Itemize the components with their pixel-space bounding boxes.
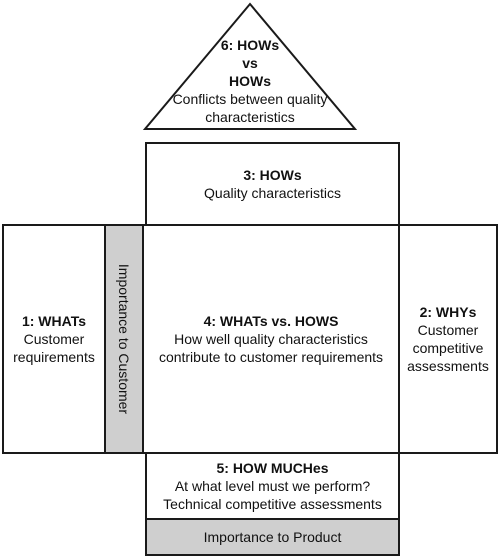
center-matrix-box: 4: WHATs vs. HOWS How well quality chara… bbox=[142, 224, 400, 454]
whats-desc-line-1: Customer bbox=[23, 331, 85, 347]
howmuch-desc-line-2: Technical competitive assessments bbox=[163, 496, 382, 512]
whys-desc-line-1: Customer bbox=[417, 322, 479, 338]
center-title: 4: WHATs vs. HOWS bbox=[203, 313, 339, 329]
whats-desc-line-2: requirements bbox=[13, 349, 95, 365]
hows-desc: Quality characteristics bbox=[204, 185, 341, 201]
whys-desc-line-2: competitive bbox=[412, 340, 484, 356]
roof-desc-line-1: Conflicts between quality bbox=[172, 91, 328, 107]
roof-text: 6: HOWs vs HOWs Conflicts between qualit… bbox=[150, 36, 350, 126]
importance-to-customer-box: Importance to Customer bbox=[104, 224, 144, 454]
center-desc-line-1: How well quality characteristics bbox=[174, 331, 368, 347]
center-desc-line-2: contribute to customer requirements bbox=[158, 349, 384, 365]
whys-desc-line-3: assessments bbox=[407, 358, 489, 374]
howmuch-desc-line-1: At what level must we perform? bbox=[174, 478, 371, 494]
roof-desc-line-2: characteristics bbox=[205, 109, 295, 125]
whats-box: 1: WHATs Customer requirements bbox=[2, 224, 106, 454]
roof-title-line-2: vs bbox=[242, 55, 258, 71]
roof-title-line-3: HOWs bbox=[229, 73, 271, 89]
whys-box: 2: WHYs Customer competitive assessments bbox=[398, 224, 498, 454]
hows-box: 3: HOWs Quality characteristics bbox=[145, 142, 400, 226]
whats-title: 1: WHATs bbox=[21, 313, 87, 329]
whys-title: 2: WHYs bbox=[419, 304, 477, 320]
howmuch-title: 5: HOW MUCHes bbox=[216, 460, 329, 476]
importance-to-product-box: Importance to Product bbox=[145, 518, 400, 556]
roof-title-line-1: 6: HOWs bbox=[220, 37, 280, 53]
howmuch-box: 5: HOW MUCHes At what level must we perf… bbox=[145, 452, 400, 520]
hows-title: 3: HOWs bbox=[243, 167, 302, 183]
importance-to-customer-label: Importance to Customer bbox=[116, 263, 132, 415]
importance-to-product-label: Importance to Product bbox=[203, 529, 342, 545]
